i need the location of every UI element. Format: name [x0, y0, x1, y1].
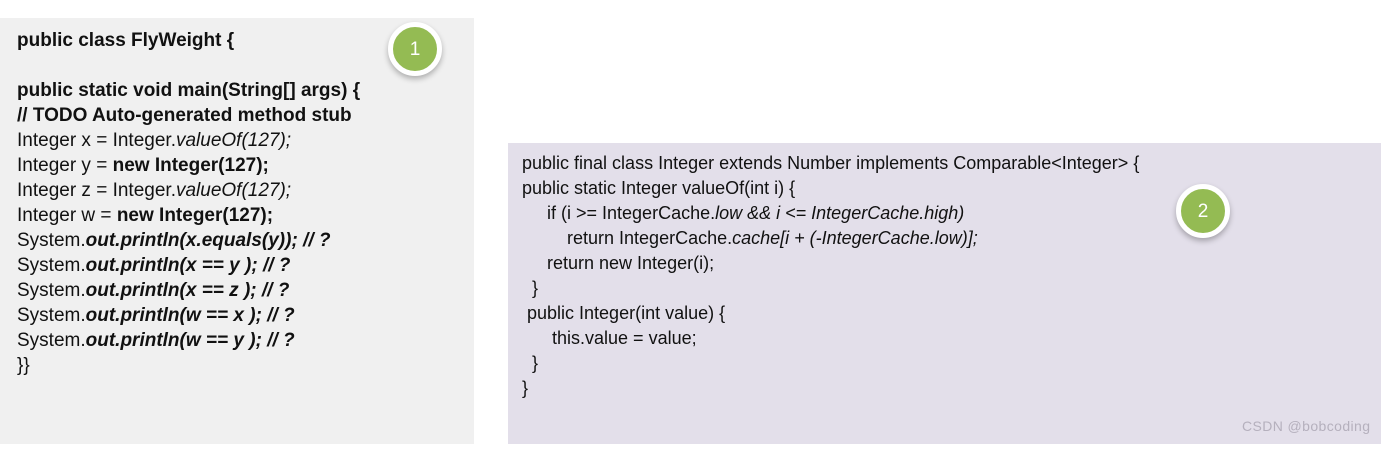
code-token: System.: [17, 255, 86, 276]
left-code-panel: public class FlyWeight { public static v…: [0, 18, 474, 444]
code-token: }: [522, 378, 529, 398]
left-code-block: public class FlyWeight { public static v…: [17, 28, 467, 378]
code-line: public static void main(String[] args) {: [17, 78, 467, 103]
code-token: this.value = value;: [522, 328, 697, 348]
code-token: if (i >= IntegerCache.: [522, 203, 716, 223]
code-line: }}: [17, 353, 467, 378]
code-token: out.println(w == y ); // ?: [85, 330, 295, 351]
code-line: }: [522, 276, 1381, 301]
code-line: public final class Integer extends Numbe…: [522, 151, 1381, 176]
code-line: Integer y = new Integer(127);: [17, 153, 467, 178]
code-token: }}: [17, 355, 30, 376]
code-line: System.out.println(w == x ); // ?: [17, 303, 467, 328]
code-line: Integer x = Integer.valueOf(127);: [17, 128, 467, 153]
code-token: cache[i + (-IntegerCache.low)];: [732, 228, 978, 248]
code-line: this.value = value;: [522, 326, 1381, 351]
code-token: }: [522, 353, 539, 373]
code-token: Integer y =: [17, 155, 113, 176]
code-token: out.println(x.equals(y)); // ?: [85, 230, 331, 251]
code-token: out.println(w == x ); // ?: [85, 305, 295, 326]
code-token: valueOf(127);: [175, 180, 292, 201]
code-token: new Integer(127);: [112, 155, 269, 176]
code-token: return IntegerCache.: [522, 228, 733, 248]
code-line: System.out.println(w == y ); // ?: [17, 328, 467, 353]
code-token: // TODO Auto-generated method stub: [17, 105, 352, 126]
code-line: Integer z = Integer.valueOf(127);: [17, 178, 467, 203]
code-token: public Integer(int value) {: [522, 303, 726, 323]
code-token: low && i <= IntegerCache.high): [715, 203, 965, 223]
code-token: System.: [17, 280, 86, 301]
code-line: return new Integer(i);: [522, 251, 1381, 276]
code-line: public class FlyWeight {: [17, 28, 467, 53]
code-token: public static void main(String[] args) {: [17, 80, 361, 101]
code-token: return new Integer(i);: [522, 253, 715, 273]
code-line: return IntegerCache.cache[i + (-IntegerC…: [522, 226, 1381, 251]
code-token: valueOf(127);: [175, 130, 292, 151]
code-line: System.out.println(x.equals(y)); // ?: [17, 228, 467, 253]
code-line: System.out.println(x == z ); // ?: [17, 278, 467, 303]
code-token: }: [522, 278, 539, 298]
code-line: }: [522, 351, 1381, 376]
code-token: out.println(x == y ); // ?: [85, 255, 291, 276]
code-line: }: [522, 376, 1381, 401]
code-token: public final class Integer extends Numbe…: [522, 153, 1140, 173]
code-token: new Integer(127);: [116, 205, 274, 226]
step-badge-1: 1: [388, 22, 442, 76]
code-token: System.: [17, 230, 86, 251]
right-code-block: public final class Integer extends Numbe…: [522, 151, 1381, 401]
code-token: out.println(x == z ); // ?: [85, 280, 290, 301]
code-line: // TODO Auto-generated method stub: [17, 103, 467, 128]
code-token: Integer z = Integer.: [17, 180, 176, 201]
right-code-panel: public final class Integer extends Numbe…: [508, 143, 1381, 444]
code-token: Integer x = Integer.: [17, 130, 176, 151]
watermark-label: CSDN @bobcoding: [1242, 418, 1371, 434]
code-token: System.: [17, 330, 86, 351]
code-token: public static Integer valueOf(int i) {: [522, 178, 796, 198]
code-token: System.: [17, 305, 86, 326]
code-line: if (i >= IntegerCache.low && i <= Intege…: [522, 201, 1381, 226]
code-token: public class FlyWeight {: [17, 30, 235, 51]
step-badge-2: 2: [1176, 184, 1230, 238]
code-token: Integer w =: [17, 205, 117, 226]
code-line: Integer w = new Integer(127);: [17, 203, 467, 228]
code-line: public Integer(int value) {: [522, 301, 1381, 326]
code-line: public static Integer valueOf(int i) {: [522, 176, 1381, 201]
code-line: System.out.println(x == y ); // ?: [17, 253, 467, 278]
